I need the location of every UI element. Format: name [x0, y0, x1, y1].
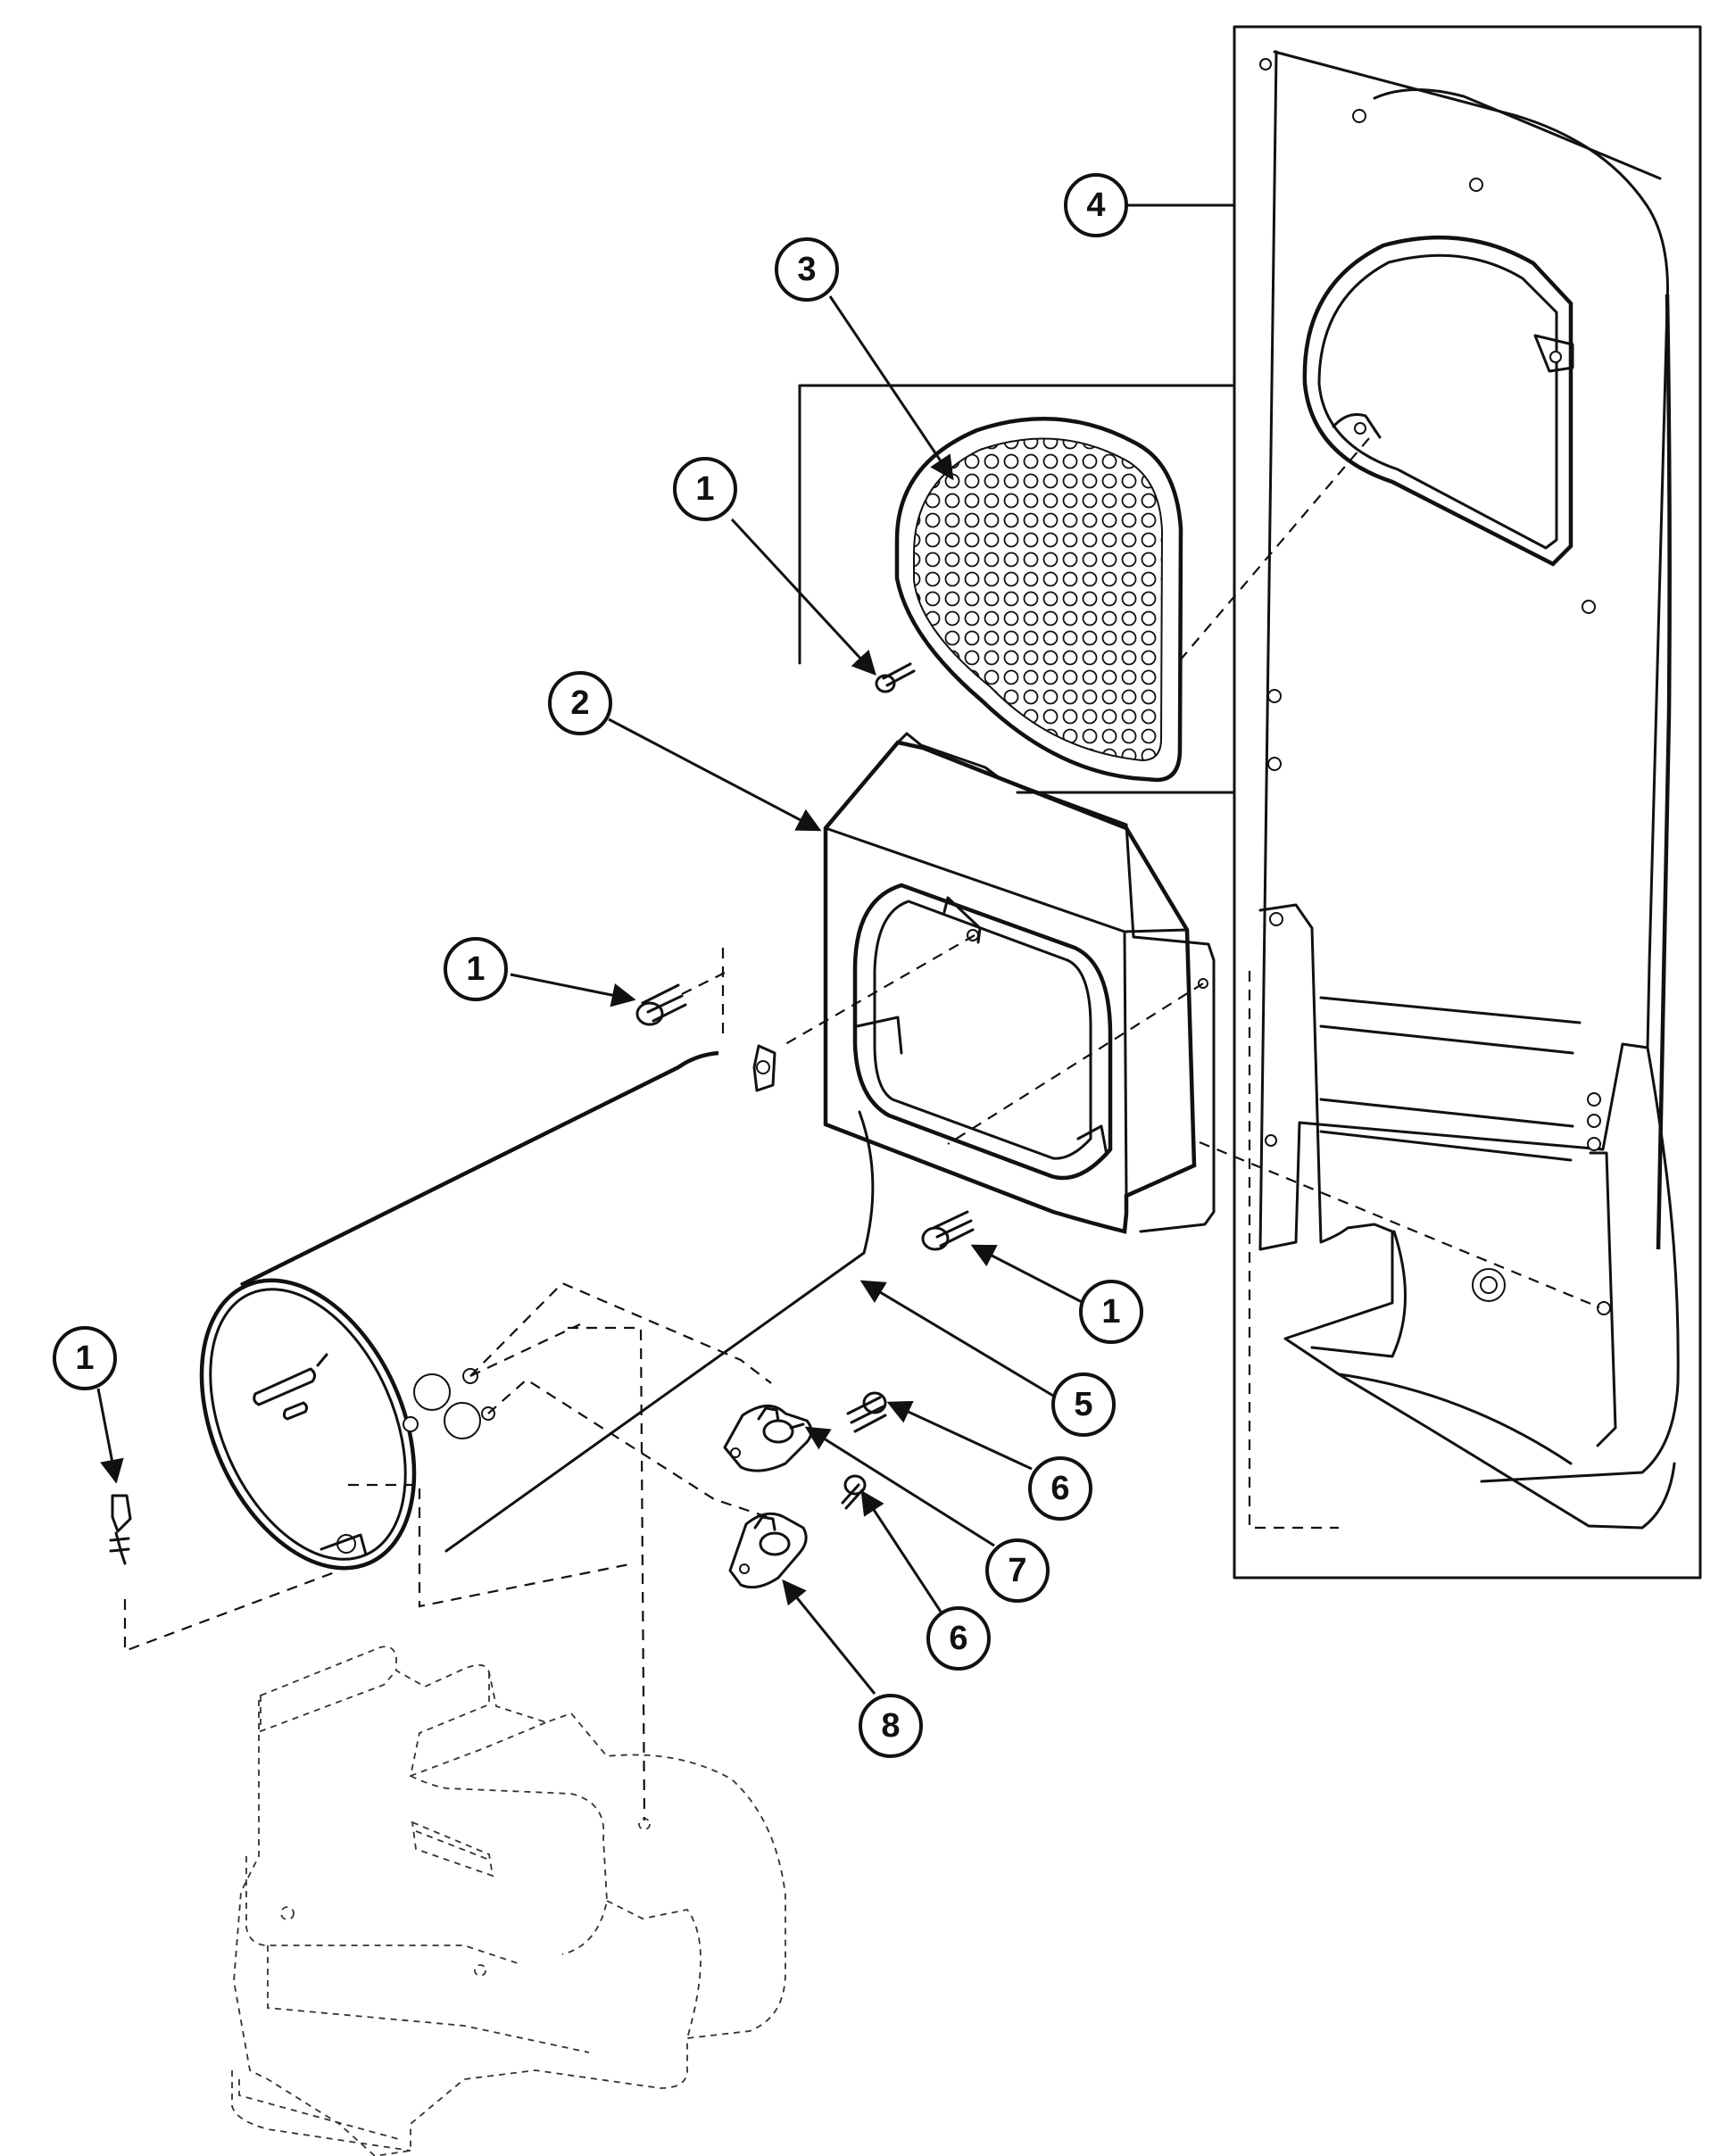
callout-label: 8 — [881, 1707, 900, 1745]
callout-7: 7 — [985, 1538, 1050, 1603]
thermostat-8 — [728, 1512, 808, 1589]
screw-icon — [846, 1391, 887, 1433]
thermostat-7 — [723, 1405, 813, 1472]
callout-label: 1 — [1101, 1293, 1120, 1331]
screw-icon — [841, 1474, 867, 1510]
duct — [785, 732, 1216, 1234]
screw-icon — [109, 1494, 132, 1565]
callout-label: 7 — [1008, 1552, 1026, 1589]
heater-housing — [123, 948, 875, 1821]
callout-1-left-middle: 1 — [444, 937, 508, 1001]
screw-icon — [921, 1210, 975, 1251]
callout-label: 2 — [570, 684, 589, 722]
callout-3: 3 — [775, 237, 839, 302]
rear-panel — [1199, 50, 1680, 1530]
callout-2: 2 — [548, 671, 612, 735]
callout-label: 6 — [949, 1620, 967, 1657]
callout-5: 5 — [1051, 1372, 1116, 1437]
leader-lines — [96, 203, 1234, 1695]
callout-label: 3 — [797, 251, 816, 288]
lint-screen — [894, 417, 1375, 783]
callout-6-upper: 6 — [1028, 1456, 1092, 1521]
callout-1-upper: 1 — [673, 457, 737, 521]
screw-icon — [875, 662, 916, 693]
callout-label: 1 — [695, 470, 714, 508]
callout-label: 6 — [1050, 1470, 1069, 1507]
callout-8: 8 — [859, 1694, 923, 1758]
callout-1-right-middle: 1 — [1079, 1280, 1143, 1344]
callout-1-far-left: 1 — [53, 1326, 117, 1390]
callout-4: 4 — [1064, 173, 1128, 237]
callout-label: 1 — [75, 1339, 94, 1377]
screw-icon — [635, 972, 726, 1026]
blower-housing — [231, 1646, 786, 2156]
callout-label: 5 — [1074, 1386, 1092, 1423]
rear-panel-assembly-frame — [798, 25, 1702, 1580]
callout-label: 4 — [1086, 187, 1105, 224]
callout-label: 1 — [466, 950, 485, 988]
callout-6-lower: 6 — [926, 1606, 991, 1671]
